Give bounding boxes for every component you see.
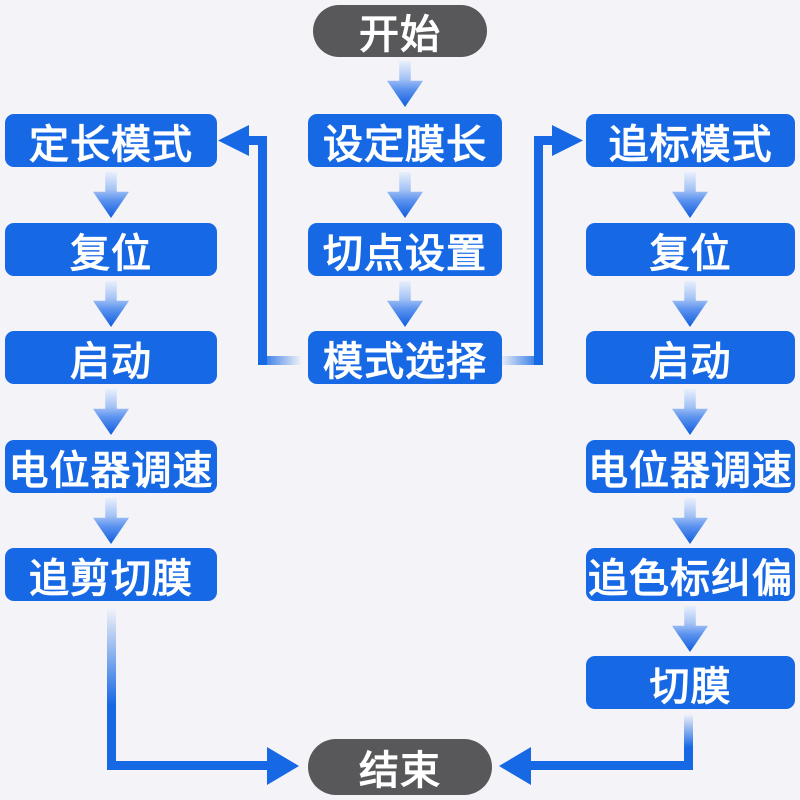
node-color-mark-correction: 追色标纠偏 bbox=[586, 548, 795, 601]
node-potentiometer-speed-left: 电位器调速 bbox=[5, 440, 217, 493]
node-chase-mark-mode: 追标模式 bbox=[586, 114, 795, 167]
arrow-potentiometer-to-color-mark-icon bbox=[672, 498, 708, 544]
node-cut-point-setting: 切点设置 bbox=[308, 223, 502, 276]
arrow-run-to-potentiometer-left-icon bbox=[93, 389, 129, 435]
node-mode-select: 模式选择 bbox=[308, 331, 502, 384]
connector-left-bottom-segment bbox=[258, 356, 304, 365]
node-fixed-length-mode: 定长模式 bbox=[5, 114, 217, 167]
arrow-chase-mark-to-reset-icon bbox=[672, 172, 708, 218]
node-reset-right: 复位 bbox=[586, 223, 795, 276]
node-chase-cut-film: 追剪切膜 bbox=[5, 548, 217, 601]
connector-bottom-left-horizontal bbox=[107, 761, 269, 770]
node-set-film-length: 设定膜长 bbox=[308, 114, 502, 167]
connector-left-top-segment bbox=[247, 136, 267, 145]
arrow-start-to-set-film-length-icon bbox=[387, 61, 423, 107]
arrow-reset-to-run-left-icon bbox=[93, 281, 129, 327]
connector-right-vertical-segment bbox=[534, 136, 543, 365]
node-start: 开始 bbox=[313, 5, 487, 57]
node-run-left: 启动 bbox=[5, 331, 217, 384]
connector-bottom-right-horizontal bbox=[531, 761, 693, 770]
connector-left-vertical-segment bbox=[258, 136, 267, 365]
node-cut-film: 切膜 bbox=[586, 656, 795, 709]
node-end: 结束 bbox=[308, 739, 492, 795]
arrow-potentiometer-to-chase-cut-icon bbox=[93, 498, 129, 544]
arrowhead-left-icon bbox=[218, 125, 249, 156]
arrow-run-to-potentiometer-right-icon bbox=[672, 389, 708, 435]
arrow-color-mark-to-cut-film-icon bbox=[672, 606, 708, 652]
connector-right-bottom-segment bbox=[497, 356, 543, 365]
arrow-fixed-length-to-reset-icon bbox=[93, 172, 129, 218]
node-potentiometer-speed-right: 电位器调速 bbox=[586, 440, 795, 493]
arrowhead-right-icon bbox=[552, 125, 583, 156]
node-run-right: 启动 bbox=[586, 331, 795, 384]
arrowhead-to-end-left-icon bbox=[499, 747, 531, 785]
connector-bottom-left-vertical bbox=[107, 608, 116, 770]
arrow-cut-point-to-mode-select-icon bbox=[387, 281, 423, 327]
connector-right-top-segment bbox=[534, 136, 554, 145]
arrow-set-film-length-to-cut-point-icon bbox=[387, 172, 423, 218]
arrow-reset-to-run-right-icon bbox=[672, 281, 708, 327]
node-reset-left: 复位 bbox=[5, 223, 217, 276]
arrowhead-to-end-right-icon bbox=[267, 747, 299, 785]
connector-bottom-right-vertical bbox=[684, 714, 693, 770]
